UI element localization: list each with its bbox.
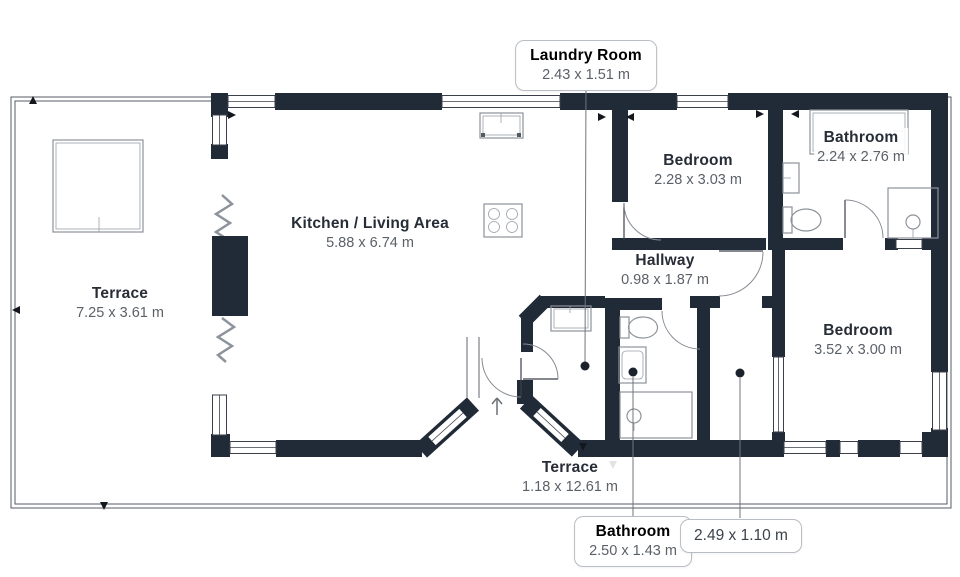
toilet-top-right	[782, 206, 822, 234]
windows	[212, 95, 947, 454]
hallway-name: Hallway	[635, 252, 695, 269]
bathroom-top-right-door-arc	[844, 199, 884, 239]
shower-top-right	[887, 187, 939, 239]
bathroom-callout-dims: 2.50 x 1.43 m	[589, 543, 677, 560]
dimension-arrows	[12, 96, 799, 510]
bathroom-top-right-dims: 2.24 x 2.76 m	[814, 148, 908, 167]
storage-door-arc	[718, 250, 764, 297]
terrace-left-dims: 7.25 x 3.61 m	[76, 305, 164, 322]
callout-laundry-room[interactable]: Laundry Room 2.43 x 1.51 m	[515, 40, 657, 91]
toilet-middle	[619, 316, 659, 339]
terrace-bottom-name: Terrace	[519, 458, 621, 479]
terrace-bottom-dims: 1.18 x 12.61 m	[519, 478, 621, 497]
laundry-door-arc	[522, 343, 559, 380]
kitchen-living-dims: 5.88 x 6.74 m	[326, 235, 414, 252]
fireplace	[212, 194, 248, 363]
label-bedroom-right: Bedroom 3.52 x 3.00 m	[814, 321, 902, 360]
kitchen-living-name: Kitchen / Living Area	[291, 215, 449, 232]
sink-top-right	[782, 162, 800, 194]
leader-dot-storage	[735, 368, 745, 378]
laundry-room-dims: 2.43 x 1.51 m	[542, 67, 630, 84]
hallway-dims: 0.98 x 1.87 m	[621, 272, 709, 289]
doors	[481, 199, 884, 398]
bathroom-top-right-name: Bathroom	[814, 128, 908, 149]
leader-lines	[580, 83, 745, 518]
leader-dot-bathroom	[628, 367, 638, 377]
laundry-room-name: Laundry Room	[530, 47, 642, 64]
callout-storage[interactable]: 2.49 x 1.10 m	[680, 519, 802, 554]
label-kitchen-living: Kitchen / Living Area 5.88 x 6.74 m	[291, 214, 449, 253]
terrace-left-name: Terrace	[91, 285, 149, 302]
storage-callout-dims: 2.49 x 1.10 m	[694, 527, 788, 544]
bedroom-top-door-arc	[623, 202, 662, 241]
label-bathroom-top-right: Bathroom 2.24 x 2.76 m	[814, 128, 908, 167]
stove	[483, 203, 523, 238]
terrace-table	[52, 139, 144, 233]
entrance-arrow	[491, 397, 503, 415]
bedroom-right-dims: 3.52 x 3.00 m	[814, 342, 902, 359]
walls	[211, 93, 948, 458]
leader-dot-laundry	[580, 361, 590, 371]
kitchen-sink	[479, 112, 524, 139]
label-hallway: Hallway 0.98 x 1.87 m	[621, 251, 709, 290]
washing-machine	[550, 305, 592, 332]
bedroom-top-name: Bedroom	[663, 152, 733, 169]
shower-middle	[619, 391, 693, 439]
bedroom-right-name: Bedroom	[823, 322, 893, 339]
bathroom-callout-name: Bathroom	[595, 523, 671, 540]
label-bedroom-top: Bedroom 2.28 x 3.03 m	[654, 151, 742, 190]
label-terrace-bottom: Terrace 1.18 x 12.61 m	[519, 458, 621, 497]
callout-bathroom[interactable]: Bathroom 2.50 x 1.43 m	[574, 516, 692, 567]
entry-door-arc	[481, 357, 522, 398]
label-terrace-left: Terrace 7.25 x 3.61 m	[76, 284, 164, 323]
bedroom-top-dims: 2.28 x 3.03 m	[654, 172, 742, 189]
bathroom-middle-door-arc	[661, 310, 701, 350]
